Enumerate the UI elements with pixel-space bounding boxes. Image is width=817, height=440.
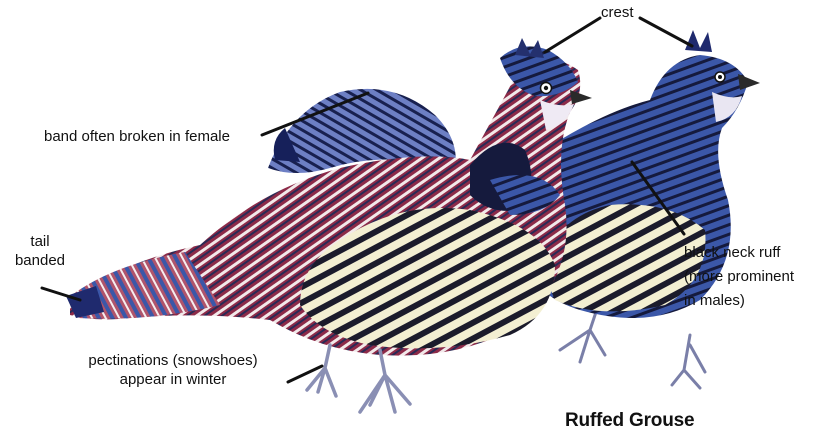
pectinations-label-line-2: appear in winter [66, 370, 280, 389]
crest-leader-left [545, 18, 600, 52]
neck-ruff-label-line-2: (more prominent [684, 265, 794, 289]
neck-ruff-label-line-3: in males) [684, 289, 794, 313]
pectinations-label-line-1: pectinations (snowshoes) [66, 351, 280, 370]
band-label-text: band often broken in female [44, 127, 230, 146]
diagram-title: Ruffed Grouse [565, 411, 694, 430]
tail-label-line-1: tail [8, 232, 72, 251]
crest-leader-right [640, 18, 692, 46]
neck-ruff-label: black neck ruff (more prominent in males… [684, 241, 794, 313]
band-label: band often broken in female [44, 127, 230, 146]
crest-label: crest [601, 3, 634, 22]
pectinations-label: pectinations (snowshoes) appear in winte… [66, 351, 280, 389]
neck-ruff-label-line-1: black neck ruff [684, 241, 794, 265]
crest-label-text: crest [601, 3, 634, 22]
tail-label: tail banded [8, 232, 72, 270]
tail-label-line-2: banded [8, 251, 72, 270]
